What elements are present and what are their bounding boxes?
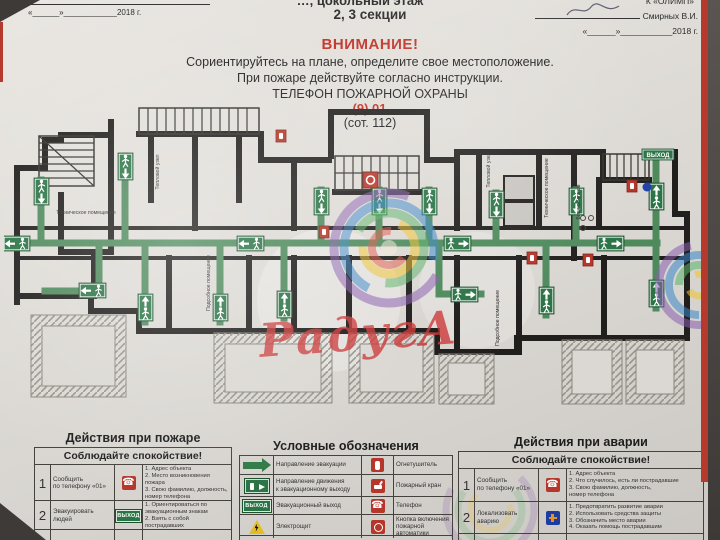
legend-title: Условные обозначения xyxy=(273,439,419,453)
running-man-exit-icon xyxy=(243,477,270,494)
floor-plan: ВЫХОД Техническое помещение Тепловой узе… xyxy=(4,107,708,405)
table-row: 1 Сообщить по телефону «01» ☎ 1. Адрес о… xyxy=(35,465,231,502)
evac-sign-left xyxy=(78,282,107,299)
poster-red-border-left xyxy=(0,22,3,82)
accident-actions-subtitle: Соблюдайте спокойствие! xyxy=(459,452,703,469)
fire-equipment-icons xyxy=(275,129,652,267)
evac-sign-up xyxy=(538,286,555,315)
room-label: Подсобное помещение xyxy=(495,290,501,346)
signature-line xyxy=(535,3,641,19)
phone-icon: ☎ xyxy=(545,478,560,492)
legend-row: Направление эвакуации Огнетушитель xyxy=(240,456,452,475)
evac-sign-down xyxy=(421,187,438,216)
legend-table: Условные обозначения Направление эвакуац… xyxy=(239,439,453,540)
fire-actions-table: Действия при пожаре Соблюдайте спокойств… xyxy=(34,431,232,540)
electric-warning-icon xyxy=(248,519,265,534)
signer-name: Смирных В.И. xyxy=(642,11,698,21)
exit-sign: ВЫХОД xyxy=(641,148,675,161)
first-aid-cross-icon xyxy=(545,510,560,525)
table-row: 3 По возможности принять меры по 1. Испо… xyxy=(35,530,231,540)
fire-phone-label: ТЕЛЕФОН ПОЖАРНОЙ ОХРАНЫ xyxy=(272,87,468,101)
evac-sign-right xyxy=(443,235,472,252)
evac-sign-down xyxy=(313,187,330,216)
phone-icon: ☎ xyxy=(121,476,136,491)
table-row: 2 Локализовать аварию 1. Предотвратить р… xyxy=(459,502,703,534)
room-label: Блок санузлов xyxy=(576,184,582,219)
room-label: Тепловой узел xyxy=(154,154,161,189)
evac-sign-left xyxy=(4,235,31,252)
title-line1: …, цокольный этаж xyxy=(296,0,424,8)
fire-hydrant-icon xyxy=(275,129,287,143)
fire-actions-title: Действия при пожаре xyxy=(65,431,201,445)
fire-alarm-button-icon xyxy=(362,171,379,189)
fire-hydrant-icon xyxy=(526,251,538,265)
evac-sign-right xyxy=(596,235,625,252)
svg-text:ВЫХОД: ВЫХОД xyxy=(647,153,671,159)
right-date: «______»___________2018 г. xyxy=(582,26,698,36)
legend-row: Электрощит Кнопка включения пожарной авт… xyxy=(240,515,452,539)
evac-sign-right xyxy=(450,286,479,303)
signature-squiggle xyxy=(566,3,620,16)
accident-actions-title: Действия при аварии xyxy=(514,435,648,449)
evac-sign-down xyxy=(568,187,585,216)
exit-sign-icon: ВЫХОД xyxy=(241,498,272,513)
elevator-shafts xyxy=(503,175,535,227)
fire-hydrant-icon xyxy=(318,225,330,239)
fire-alarm-button-icon xyxy=(370,519,385,534)
evac-sign-up xyxy=(212,293,229,322)
warning-text: ВНИМАНИЕ! xyxy=(321,36,419,53)
instruction-line2: При пожаре действуйте согласно инструкци… xyxy=(237,71,503,85)
direction-arrow-icon xyxy=(242,458,271,472)
evac-sign-left xyxy=(236,235,265,252)
exit-sign-icon: ВЫХОД xyxy=(115,508,142,523)
table-row: 3 Эвакуировать ВЫХОД 1. Ориентироваться … xyxy=(459,534,703,540)
org-name: К «ОЛИМП» xyxy=(645,0,694,6)
evac-sign-down xyxy=(33,177,50,206)
sanitary-fixtures xyxy=(580,215,594,231)
evac-sign-up xyxy=(276,290,293,319)
legend-row: ВЫХОД Эвакуационный выход ☎ Телефон xyxy=(240,497,452,515)
extinguisher-icon xyxy=(626,179,638,193)
left-date: «______»____________2018 г. xyxy=(28,8,142,17)
evac-sign-up xyxy=(137,293,154,322)
legend-row: Направление движения к эвакуационному вы… xyxy=(240,475,452,497)
signature-row: Смирных В.И. xyxy=(535,3,698,21)
title-line2: 2, 3 секции xyxy=(333,7,407,22)
phone-icon: ☎ xyxy=(370,498,385,513)
room-label: Техническое помещение xyxy=(544,158,550,218)
table-row: 2 Эвакуировать людей ВЫХОД 1. Ориентиров… xyxy=(35,501,231,531)
balconies xyxy=(30,314,685,405)
table-row: 1 Сообщить по телефону «01» ☎ 1. Адрес о… xyxy=(459,469,703,502)
fire-hydrant-icon xyxy=(582,253,594,267)
left-signature-line xyxy=(20,4,210,5)
instruction-line1: Сориентируйтесь на плане, определите сво… xyxy=(186,55,554,69)
fire-hydrant-icon xyxy=(370,478,385,493)
room-label: Техническое помещение xyxy=(56,210,116,216)
room-label: Тепловой узел xyxy=(485,152,492,187)
electric-panel-dot xyxy=(642,182,652,192)
watermark-rainbow xyxy=(329,188,708,329)
room-labels: Техническое помещение Тепловой узел Подс… xyxy=(56,152,582,346)
evac-sign-down xyxy=(488,190,505,219)
evac-sign-down xyxy=(117,152,134,181)
evac-sign-up xyxy=(648,182,665,211)
fire-actions-subtitle: Соблюдайте спокойствие! xyxy=(35,448,231,465)
accident-actions-table: Действия при аварии Соблюдайте спокойств… xyxy=(458,435,704,540)
poster-red-border xyxy=(701,0,708,482)
extinguisher-icon xyxy=(371,458,384,472)
fire-phone-alt: (сот. 112) xyxy=(343,116,397,130)
room-label: Подсобное помещение xyxy=(206,255,212,311)
